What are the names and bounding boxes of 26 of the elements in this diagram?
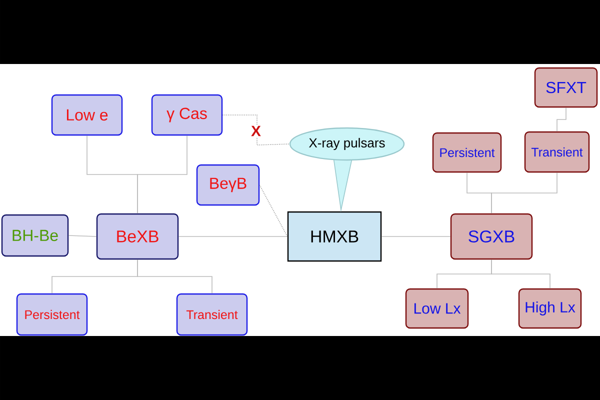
class-box: Persistent xyxy=(16,293,88,336)
class-box: BH-Be xyxy=(1,214,69,257)
connector-line xyxy=(178,236,288,237)
connector-line xyxy=(381,236,451,237)
class-box: Persistent xyxy=(432,132,502,173)
connector-line xyxy=(137,135,188,214)
connector-line xyxy=(556,107,566,132)
main-box: HMXB xyxy=(287,211,382,262)
connector-line xyxy=(259,184,288,237)
class-box: High Lx xyxy=(518,288,582,329)
connector-line xyxy=(68,235,97,237)
class-box: BeXB xyxy=(96,213,179,260)
class-box: Low e xyxy=(51,94,123,136)
class-box: SGXB xyxy=(450,213,533,260)
class-box: SFXT xyxy=(534,67,598,108)
class-box: Transient xyxy=(524,131,590,173)
connector-line xyxy=(491,172,558,214)
class-box: Low Lx xyxy=(405,288,469,329)
speech-bubble: X-ray pulsars xyxy=(289,127,405,212)
edge-label: X xyxy=(250,124,262,138)
class-box: γ Cas xyxy=(151,94,223,136)
connector-line xyxy=(491,259,550,289)
connector-line xyxy=(137,259,212,294)
class-box: BeγB xyxy=(196,164,260,206)
connector-line xyxy=(222,114,290,146)
class-box: Transient xyxy=(176,293,248,336)
